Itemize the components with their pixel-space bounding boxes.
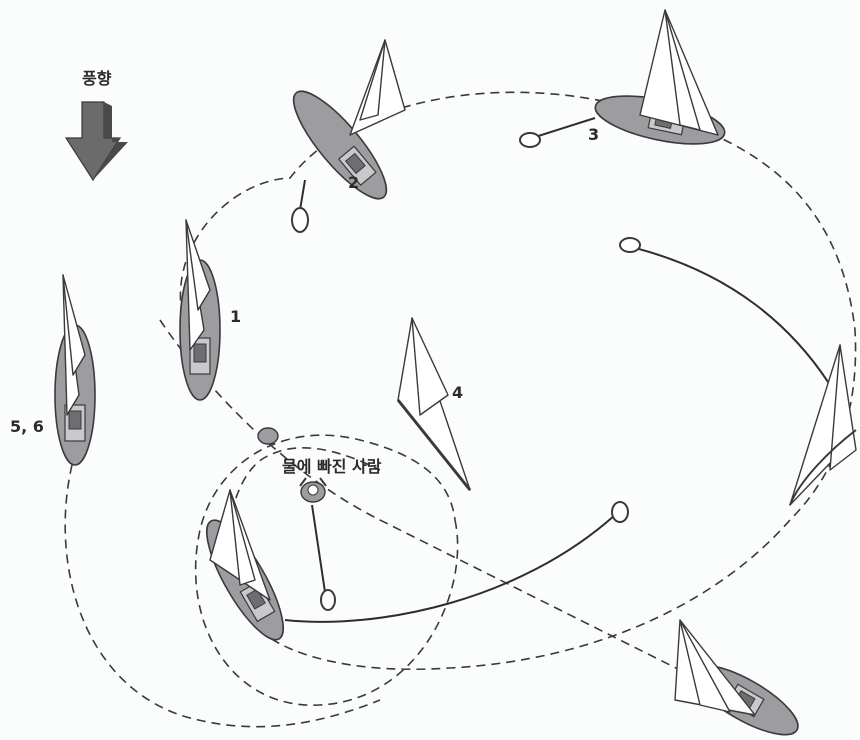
life-ring-boat2-icon — [291, 207, 309, 233]
line-boat3 — [531, 117, 596, 139]
route-circle-4 — [194, 434, 459, 706]
position-label-4: 4 — [452, 383, 463, 402]
line-to-ring-lower — [284, 514, 616, 623]
route-main-loop — [179, 91, 857, 671]
life-ring-boat3-icon — [519, 132, 541, 148]
sailboat-position-1 — [179, 219, 221, 401]
life-ring-right-icon — [619, 237, 641, 253]
route-5-6-loop — [64, 464, 381, 728]
life-ring-person-icon — [320, 589, 336, 611]
sailboat-position-4 — [396, 317, 472, 491]
jib-boat-2 — [359, 39, 386, 121]
route-diagonal — [159, 319, 721, 691]
position-label-3: 3 — [588, 125, 599, 144]
life-ring-lower-icon — [611, 501, 629, 523]
position-label-5-6: 5, 6 — [10, 417, 44, 436]
sailboat-right-edge — [789, 344, 857, 506]
person-overboard-label: 물에 빠진 사람 — [282, 457, 382, 476]
jib-boat-3 — [664, 9, 701, 131]
wind-direction-label: 풍향 — [82, 69, 112, 88]
jib-bottom-right — [679, 619, 731, 713]
wind-arrow-icon — [64, 101, 128, 182]
position-label-1: 1 — [230, 307, 241, 326]
jib-lower-left — [229, 489, 256, 586]
line-person — [311, 504, 326, 593]
line-boat2 — [299, 179, 306, 211]
position-label-2: 2 — [348, 173, 359, 192]
person-in-water-icon — [299, 477, 327, 503]
line-from-ring-right — [634, 247, 851, 421]
sailboat-position-5-6 — [54, 274, 96, 466]
floating-object-icon — [257, 427, 279, 445]
